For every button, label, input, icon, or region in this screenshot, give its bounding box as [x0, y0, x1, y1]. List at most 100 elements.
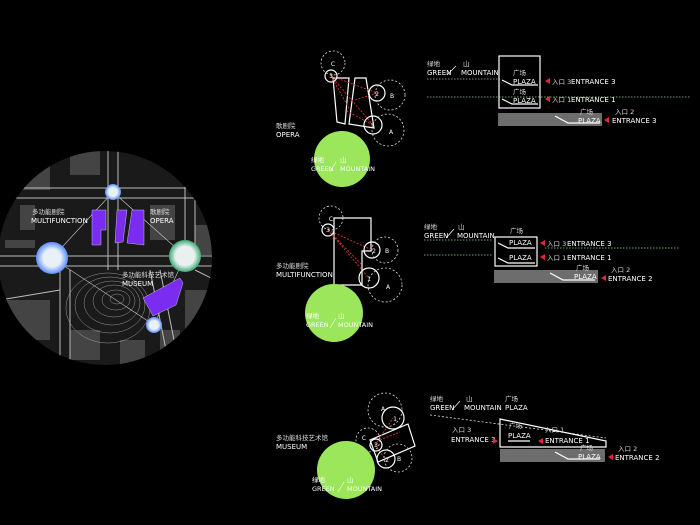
green-cn-label: 绿地: [312, 475, 326, 484]
entry-a-en-label: ENTRANCE 3: [567, 240, 612, 248]
entry-a-cn-label: 入口 3: [452, 426, 471, 434]
entry-c-en-label: ENTRANCE 3: [612, 117, 657, 125]
plaza3-en-label: PLAZA: [574, 273, 597, 281]
mountain-cn-label: 山: [463, 59, 470, 68]
0-label: C: [331, 61, 335, 68]
opera-label-cn: 歌剧院: [150, 207, 170, 216]
mountain-en-label: MOUNTAIN: [340, 165, 375, 173]
multifunction-label-cn: 多功能剧院: [32, 207, 65, 216]
site-map: 多功能剧院 MULTIFUNCTION 歌剧院 OPERA 多功能科技艺术馆 M…: [0, 151, 212, 365]
3-label: B: [385, 248, 389, 255]
opera-label-en: OPERA: [150, 217, 174, 225]
green-mountain-circle: [305, 284, 363, 342]
plaza-top-cn-label: 广场: [510, 226, 524, 235]
3-label: 3: [374, 442, 378, 449]
multifunction-building: [91, 209, 107, 246]
entry-c-cn-label: 入口 2: [618, 445, 637, 453]
plaza1-en-label: PLAZA: [513, 78, 536, 86]
entry-a-en-label: ENTRANCE 3: [451, 436, 496, 444]
green-cn-label: 绿地: [306, 311, 320, 320]
nodes: [36, 184, 201, 333]
panel-multifunction: C 3 2 B 1 A 多功能剧院 MULTIFUNCTION 绿地山 GREE…: [276, 205, 680, 342]
plaza-top-en-label: PLAZA: [505, 404, 528, 412]
entry-b-cn-label: 入口 1: [547, 254, 566, 262]
mountain-cn-label: 山: [466, 394, 473, 403]
plaza1-cn-label: 广场: [509, 421, 523, 430]
green-en-label: GREEN: [427, 69, 451, 77]
mountain-en-label: MOUNTAIN: [457, 232, 495, 240]
building-label-en: OPERA: [276, 131, 300, 139]
1-label: 1: [393, 416, 397, 423]
green-cn-label: 绿地: [427, 59, 441, 68]
mountain-cn-label: 山: [340, 155, 347, 164]
plaza3-cn-label: 广场: [580, 443, 594, 452]
green-cn-label: 绿地: [430, 394, 444, 403]
green-en-label: GREEN: [312, 485, 335, 493]
entry-a-cn-label: 入口 3: [547, 240, 566, 248]
mountain-cn-label: 山: [458, 222, 465, 231]
4-label: 1: [367, 276, 371, 283]
0-label: A: [381, 406, 386, 413]
green-mountain-circle: [314, 131, 370, 187]
plaza1-en-label: PLAZA: [509, 239, 532, 247]
2-label: 2: [372, 248, 376, 255]
5-label: A: [389, 129, 394, 136]
green-cn-label: 绿地: [311, 155, 325, 164]
building-cn-label: 多功能剧院: [276, 261, 309, 270]
museum-building: [142, 277, 184, 317]
entry-c-en-label: ENTRANCE 2: [615, 454, 660, 462]
4-label: 2: [385, 457, 389, 464]
plaza1-cn-label: 广场: [513, 68, 527, 77]
entry-c-cn-label: 入口 2: [611, 266, 630, 274]
green-cn-label: 绿地: [424, 222, 438, 231]
museum-label-cn: 多功能科技艺术馆: [122, 270, 175, 279]
1-label: 3: [329, 73, 333, 80]
0-label: C: [329, 216, 333, 223]
entry-a-cn-label: 入口 3: [552, 78, 571, 86]
mountain-en-label: MOUNTAIN: [347, 485, 382, 493]
entry-c-en-label: ENTRANCE 2: [608, 275, 653, 283]
mountain-cn-label: 山: [338, 311, 345, 320]
node-top: [105, 184, 121, 200]
mountain-cn-label: 山: [347, 475, 354, 484]
node-bottom: [146, 317, 162, 333]
plaza2-cn-label: 广场: [513, 87, 527, 96]
building-en-label: MULTIFUNCTION: [276, 271, 333, 279]
node-right: [169, 240, 201, 272]
mountain-en-label: MOUNTAIN: [338, 321, 373, 329]
entry-b-en-label: ENTRANCE 1: [571, 96, 616, 104]
plaza1-en-label: PLAZA: [508, 432, 531, 440]
1-label: 3: [326, 227, 330, 234]
5-label: B: [397, 456, 401, 463]
mountain-en-label: MOUNTAIN: [464, 404, 502, 412]
plaza3-en-label: PLAZA: [578, 117, 601, 125]
3-label: B: [390, 93, 394, 100]
green-en-label: GREEN: [311, 165, 334, 173]
plaza2-en-label: PLAZA: [513, 97, 536, 105]
plaza-top-cn-label: 广场: [505, 394, 519, 403]
entry-c-cn-label: 入口 2: [615, 108, 634, 116]
plaza2-en-label: PLAZA: [509, 254, 532, 262]
mountain-en-label: MOUNTAIN: [461, 69, 499, 77]
opera-building-a: [114, 209, 128, 244]
buildings: [91, 209, 184, 317]
opera-building-b: [126, 209, 145, 246]
plaza3-cn-label: 广场: [580, 107, 594, 116]
green-mountain-circle: [317, 441, 375, 499]
entry-a-en-label: ENTRANCE 3: [571, 78, 616, 86]
green-en-label: GREEN: [306, 321, 329, 329]
5-label: A: [386, 284, 391, 291]
building-en-label: MUSEUM: [276, 443, 307, 451]
multifunction-label-en: MULTIFUNCTION: [31, 217, 88, 225]
building-label-cn: 歌剧院: [276, 121, 296, 130]
entry-b-en-label: ENTRANCE 1: [545, 437, 590, 445]
building-cn-label: 多功能科技艺术馆: [276, 433, 329, 442]
entry-b-cn-label: 入口 1: [545, 426, 564, 434]
green-en-label: GREEN: [430, 404, 454, 412]
green-en-label: GREEN: [424, 232, 448, 240]
node-left: [36, 242, 68, 274]
plaza3-en-label: PLAZA: [578, 453, 601, 461]
